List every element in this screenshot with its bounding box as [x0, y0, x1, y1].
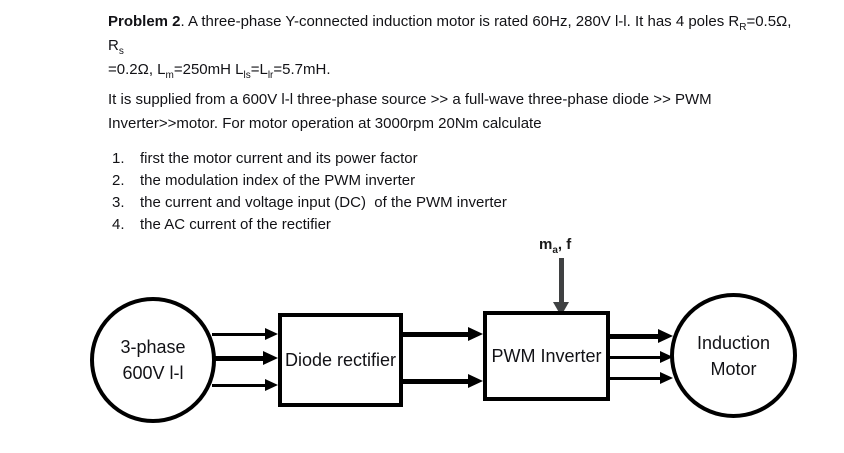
arrow-shaft: [212, 355, 263, 361]
arrow-head: [658, 329, 673, 343]
list-item-text: the modulation index of the PWM inverter: [140, 172, 416, 189]
arrow-shaft: [558, 258, 564, 302]
problem-paragraph1-line1: Problem 2. A three-phase Y-connected ind…: [108, 13, 796, 57]
problem-paragraph1-line2: =0.2Ω, Lm=250mH Lls=Llr=5.7mH.: [108, 61, 331, 81]
arrow-shaft: [610, 333, 658, 339]
list-item-text: the current and voltage input (DC) of th…: [140, 194, 507, 211]
motor-label-line2: Motor: [710, 358, 757, 379]
source-to-rectifier-arrow-1-icon: [212, 326, 278, 342]
arrow-head: [265, 328, 278, 340]
list-item-number: 1.: [112, 150, 125, 167]
control-input-arrow-icon: [553, 258, 569, 316]
inverter-to-motor-arrow-3-icon: [610, 370, 673, 386]
question-list: 1. first the motor current and its power…: [108, 148, 808, 236]
rectifier-to-inverter-arrow-1-icon: [403, 326, 483, 342]
arrow-shaft: [610, 376, 660, 380]
arrow-head: [263, 351, 278, 365]
arrow-head: [468, 327, 483, 341]
problem-paragraph2-line1: It is supplied from a 600V l-l three-pha…: [108, 91, 712, 108]
arrow-head: [660, 372, 673, 384]
list-item: 1. first the motor current and its power…: [112, 148, 808, 170]
inverter-to-motor-arrow-1-icon: [610, 328, 673, 344]
pwm-inverter-node: PWM Inverter: [483, 311, 610, 401]
list-item-text: first the motor current and its power fa…: [140, 150, 418, 167]
source-to-rectifier-arrow-3-icon: [212, 377, 278, 393]
list-item-number: 2.: [112, 172, 125, 189]
modulation-frequency-label: ma, f: [539, 236, 572, 256]
list-item: 3. the current and voltage input (DC) of…: [112, 192, 808, 214]
induction-motor-node: Induction Motor: [670, 293, 797, 418]
source-label-line2: 600V l-l: [122, 363, 184, 383]
arrow-shaft: [610, 355, 660, 359]
arrow-head: [660, 351, 673, 363]
list-item-number: 3.: [112, 194, 125, 211]
motor-label-line1: Induction: [696, 332, 771, 353]
rectifier-to-inverter-arrow-2-icon: [403, 373, 483, 389]
arrow-shaft: [212, 332, 265, 336]
diode-rectifier-node: Diode rectifier: [278, 313, 403, 407]
inverter-to-motor-arrow-2-icon: [610, 349, 673, 365]
arrow-shaft: [212, 383, 265, 387]
problem-paragraph2: It is supplied from a 600V l-l three-pha…: [108, 88, 808, 136]
source-to-rectifier-arrow-2-icon: [212, 350, 278, 366]
problem-paragraph2-line2: Inverter>>motor. For motor operation at …: [108, 115, 542, 132]
rectifier-label: Diode rectifier: [284, 349, 397, 370]
list-item: 2. the modulation index of the PWM inver…: [112, 170, 808, 192]
list-item-text: the AC current of the rectifier: [140, 216, 331, 233]
source-label-line1: 3-phase: [120, 337, 186, 357]
inverter-label: PWM Inverter: [491, 345, 602, 366]
list-item-number: 4.: [112, 216, 125, 233]
arrow-shaft: [403, 378, 468, 384]
arrow-head: [468, 374, 483, 388]
arrow-head: [265, 379, 278, 391]
arrow-shaft: [403, 331, 468, 337]
three-phase-source-node: 3-phase 600V l-l: [90, 297, 216, 423]
list-item: 4. the AC current of the rectifier: [112, 214, 808, 236]
problem-statement: Problem 2. A three-phase Y-connected ind…: [108, 10, 808, 236]
